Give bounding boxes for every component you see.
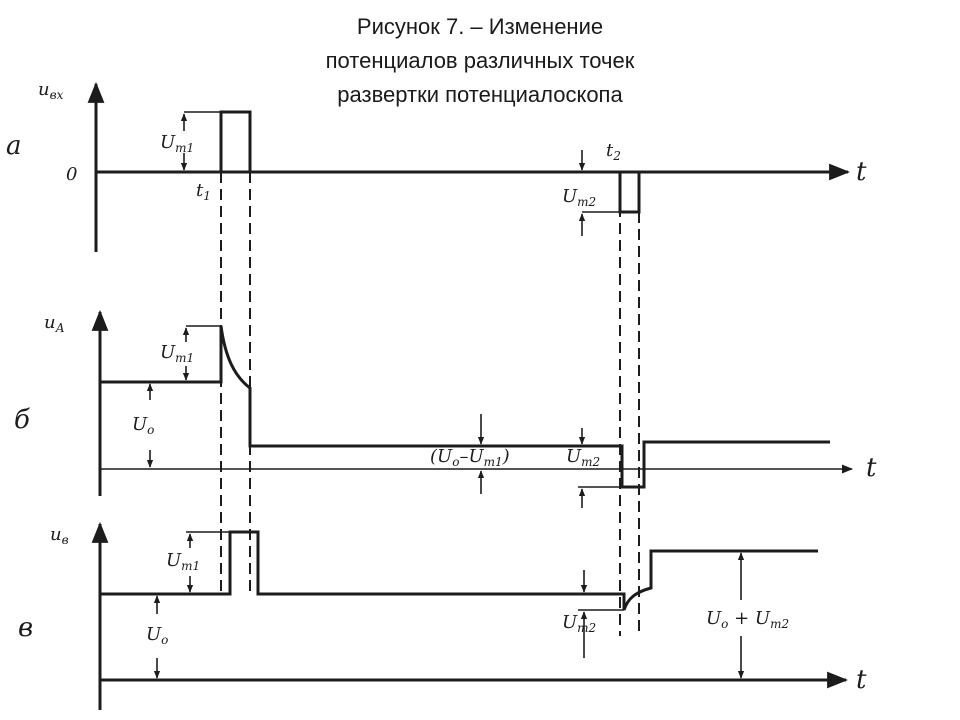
panel-b-letter: б — [14, 405, 30, 435]
panel-b-u0-label: Uo — [132, 414, 154, 437]
panel-c-sum-label: Uo + Um2 — [706, 608, 789, 631]
panel-b-t-label: t — [866, 453, 877, 483]
panel-c-trace — [100, 530, 818, 611]
time-guides — [220, 172, 640, 636]
caption-line-1: Рисунок 7. – Изменение — [356, 14, 604, 39]
panel-a-zero-label: 0 — [66, 164, 77, 185]
panel-a: а uвх t 0 Um1 t1 Um2 t2 — [6, 79, 867, 252]
panel-c-y-label: uв — [50, 524, 69, 547]
panel-c-u0-label: Uo — [146, 624, 168, 647]
panel-b-um2-label: Um2 — [566, 446, 600, 469]
panel-a-pulse-1 — [219, 110, 252, 172]
panel-a-pulse-2 — [618, 172, 641, 214]
panel-a-t-label: t — [856, 157, 867, 187]
panel-c: в uв t Um1 Uo Um2 Uo + Um2 — [18, 521, 867, 710]
caption-line-2: потенциалов различных точек — [325, 48, 635, 73]
panel-c-um1-label: Um1 — [166, 550, 200, 573]
panel-a-letter: а — [6, 131, 22, 161]
panel-a-t2-label: t2 — [606, 140, 621, 163]
figure-caption: Рисунок 7. – Изменение потенциалов разли… — [230, 10, 730, 112]
panel-b: б uА t Um1 Uo (Uo–Um1) Um2 — [14, 309, 877, 508]
panel-b-diff-label: (Uo–Um1) — [430, 446, 510, 469]
panel-c-letter: в — [18, 613, 33, 643]
panel-a-y-label: uвх — [38, 79, 64, 102]
panel-b-y-label: uА — [44, 312, 65, 335]
panel-a-t1-label: t1 — [196, 180, 211, 203]
panel-b-trace — [100, 325, 830, 489]
panel-c-t-label: t — [856, 665, 867, 695]
caption-line-3: развертки потенциалоскопа — [337, 82, 623, 107]
panel-a-um1-label: Um1 — [160, 132, 194, 155]
panel-c-um2-label: Um2 — [562, 612, 596, 635]
panel-a-um2-label: Um2 — [562, 186, 596, 209]
panel-b-um1-label: Um1 — [160, 342, 194, 365]
